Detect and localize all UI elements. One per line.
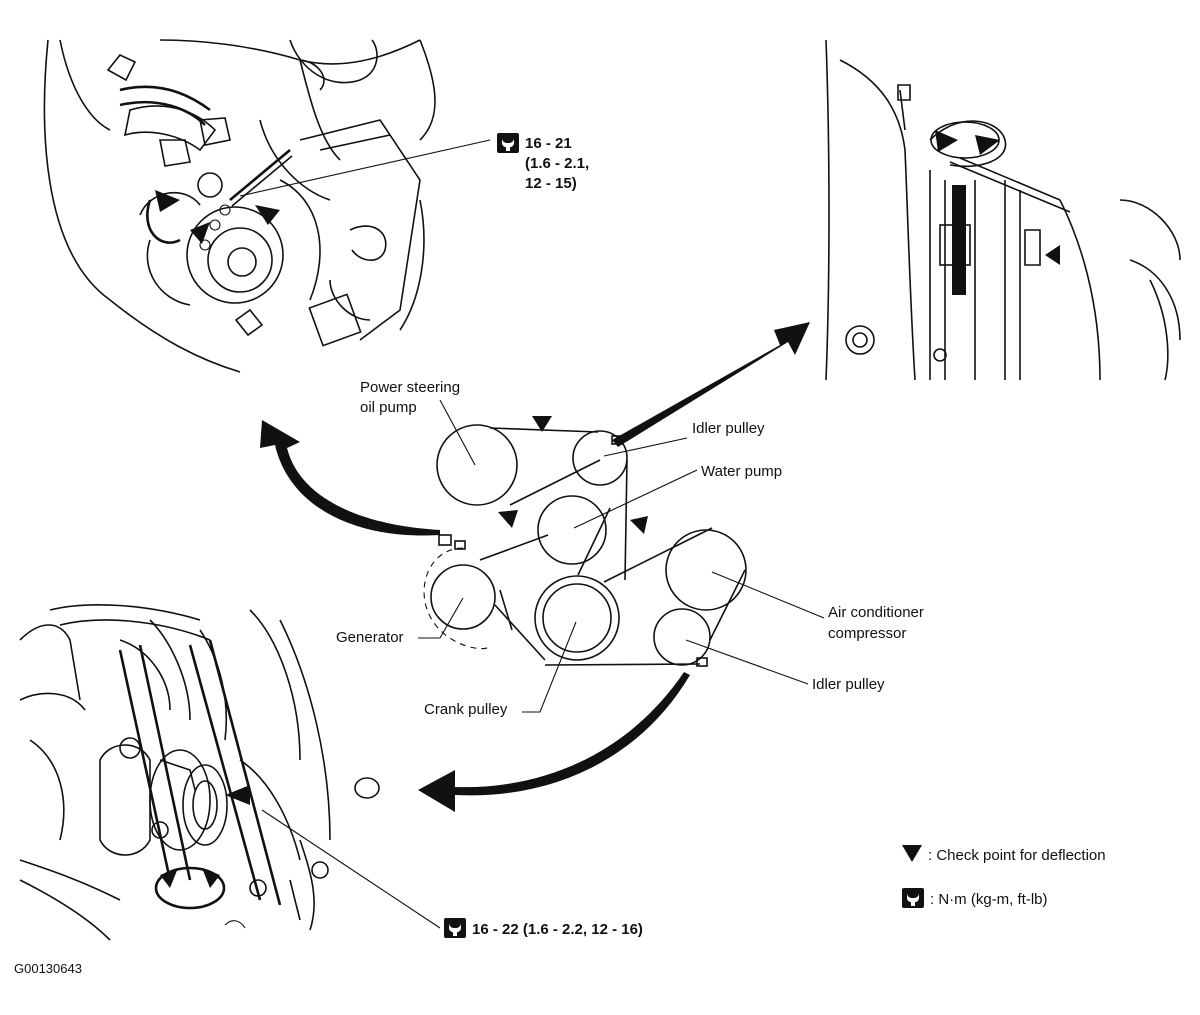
generator-adjuster (438, 534, 452, 546)
crank-pulley-inner (542, 583, 612, 653)
label-water-pump: Water pump (701, 463, 782, 480)
direction-arrow-icon (1045, 245, 1060, 265)
torque-wrench-icon (497, 133, 519, 153)
rotation-arrow-icon (202, 868, 220, 888)
rotation-arrow-icon (146, 199, 181, 244)
label-air-conditioner-line1: Air conditioner (828, 604, 924, 621)
belt-routing-schematic (418, 399, 825, 713)
crank-pulley (534, 575, 620, 661)
torque-bottom-label: 16 - 22 (1.6 - 2.2, 12 - 16) (472, 921, 643, 938)
torque-wrench-icon (902, 888, 924, 908)
plug-cap (354, 777, 380, 799)
rotation-arrow-icon (190, 222, 210, 244)
air-conditioner-pulley (665, 529, 747, 611)
label-crank-pulley: Crank pulley (424, 701, 508, 718)
generator-pulley (430, 564, 496, 630)
torque-callout-bottom: 16 - 22 (1.6 - 2.2, 12 - 16) (444, 918, 643, 938)
power-steering-pulley (436, 424, 518, 506)
rotation-arrow-icon (154, 866, 226, 910)
rotation-arrow-icon (975, 135, 1000, 155)
direction-arrow-icon (225, 785, 250, 805)
detail-idler-lower (19, 604, 441, 941)
figure-code: G00130643 (14, 961, 82, 976)
torque-top-line3: 12 - 15) (525, 175, 577, 192)
direction-arrow-icon (255, 205, 280, 225)
label-generator: Generator (336, 629, 404, 646)
detail-power-steering-bracket (43, 39, 491, 373)
callout-labels: Power steering oil pump Idler pulley Wat… (336, 379, 924, 718)
legend-deflection-text: : Check point for deflection (928, 847, 1106, 864)
water-pump-pulley (537, 495, 607, 565)
direction-arrow-icon (418, 672, 690, 812)
legend: : Check point for deflection : N·m (kg-m… (902, 845, 1106, 908)
label-power-steering-line2: oil pump (360, 399, 417, 416)
generator-pivot-outline (423, 547, 491, 650)
rotation-arrow-icon (935, 130, 958, 152)
idler-pulley-top (572, 430, 628, 486)
idler-pulley-bottom (653, 608, 711, 666)
generator-adjuster-bolt (454, 540, 466, 550)
torque-wrench-icon (444, 918, 466, 938)
detail-idler-adjuster-top (825, 39, 1181, 381)
label-idler-pulley-top: Idler pulley (692, 420, 765, 437)
rotation-arrow-icon (155, 190, 180, 212)
label-air-conditioner-line2: compressor (828, 625, 906, 642)
deflection-check-marker-icon (902, 845, 922, 862)
deflection-check-marker-icon (498, 510, 518, 528)
legend-torque-units-text: : N·m (kg-m, ft-lb) (930, 891, 1048, 908)
direction-arrow-icon (260, 420, 440, 536)
label-idler-pulley-bottom: Idler pulley (812, 676, 885, 693)
deflection-check-marker-icon (630, 516, 648, 534)
torque-top-line1: 16 - 21 (525, 135, 572, 152)
rotation-arrow-icon (160, 868, 178, 888)
direction-arrows (260, 322, 810, 812)
idler-adjuster-bottom (696, 657, 708, 667)
direction-arrow-icon (612, 322, 810, 447)
label-power-steering-line1: Power steering (360, 379, 460, 396)
deflection-check-marker-icon (532, 416, 552, 432)
torque-top-line2: (1.6 - 2.1, (525, 155, 589, 172)
torque-callout-top: 16 - 21 (1.6 - 2.1, 12 - 15) (497, 133, 589, 192)
